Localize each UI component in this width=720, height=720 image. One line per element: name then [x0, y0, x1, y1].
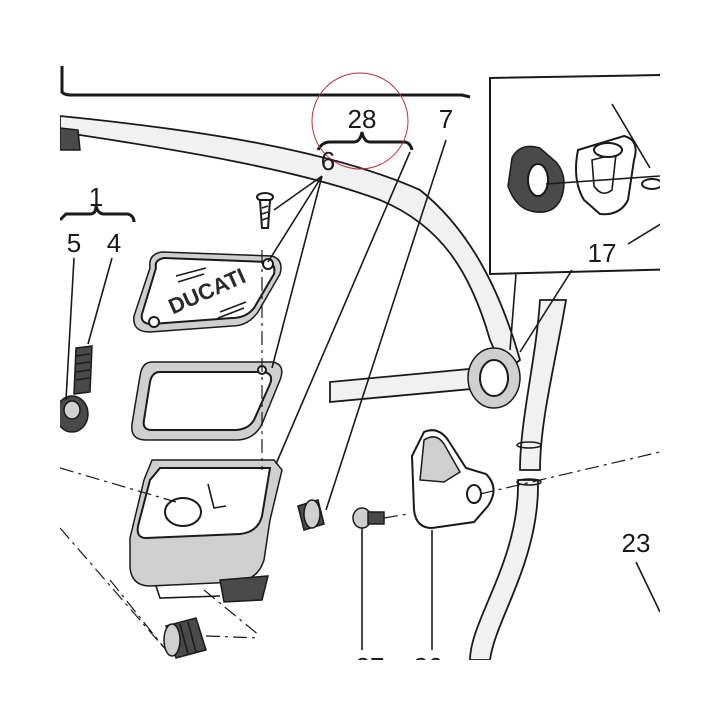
- leader-lines: [65, 139, 660, 650]
- inset-clip: [545, 134, 660, 216]
- inset-grommet: [507, 145, 565, 213]
- assembly-axes: [60, 250, 660, 651]
- label-4: 4: [107, 228, 121, 258]
- cap-screw-hole: [148, 316, 160, 328]
- hose-grommet: [467, 347, 521, 409]
- label-27: 27: [356, 652, 385, 682]
- hose-end: [60, 127, 81, 151]
- highlight-circle: [311, 72, 409, 170]
- label-1: 1: [89, 182, 103, 212]
- reservoir-cap: DUCATI: [133, 251, 282, 333]
- label-17: 17: [588, 238, 617, 268]
- label-23: 23: [622, 528, 651, 558]
- label-7: 7: [439, 104, 453, 134]
- group-1-top-bracket: [60, 66, 471, 99]
- reservoir-gasket: [131, 361, 283, 441]
- hose-bracket: [410, 429, 495, 530]
- reservoir-outlet: [164, 497, 202, 527]
- detail-inset: [489, 74, 660, 353]
- group-28-bracket: [316, 131, 414, 151]
- label-6: 6: [321, 146, 335, 176]
- hose-fitting: [163, 617, 207, 659]
- reservoir-plug: [297, 499, 325, 531]
- left-grommet: [60, 395, 89, 433]
- label-5: 5: [67, 228, 81, 258]
- label-28: 28: [348, 104, 377, 134]
- bracket-screw: [352, 507, 385, 529]
- group-1-side-bracket: [60, 205, 136, 223]
- cap-screw-hole: [262, 258, 274, 270]
- cap-screw: [256, 192, 274, 229]
- brake-hose: [60, 115, 568, 660]
- reservoir-body: [129, 459, 283, 603]
- left-stud-screw: [73, 345, 93, 395]
- label-26: 26: [414, 652, 443, 682]
